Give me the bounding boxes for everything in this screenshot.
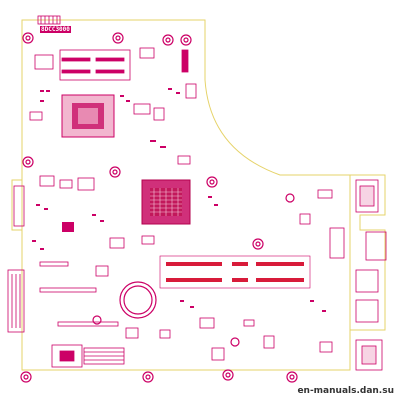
board-notch-left <box>11 179 22 231</box>
top-reference-label: 8DCC3000 <box>40 26 71 33</box>
memory-slot-area <box>34 47 189 81</box>
sodimm-slots <box>166 262 304 282</box>
cpu-bga-chip <box>141 179 191 225</box>
mounting-holes <box>20 32 298 383</box>
passive-components <box>29 83 333 361</box>
left-edge-connector <box>7 185 25 333</box>
top-header-connector <box>37 15 61 25</box>
right-edge-connectors <box>329 179 387 371</box>
gpu-bga-chip <box>61 94 115 138</box>
lower-left-ic-block <box>51 344 125 368</box>
board-connector-edge-right <box>350 174 386 331</box>
cmos-battery <box>119 281 157 319</box>
watermark: en-manuals.dan.su <box>295 386 396 396</box>
board-outline <box>21 19 351 371</box>
sodimm-outline <box>159 255 311 289</box>
